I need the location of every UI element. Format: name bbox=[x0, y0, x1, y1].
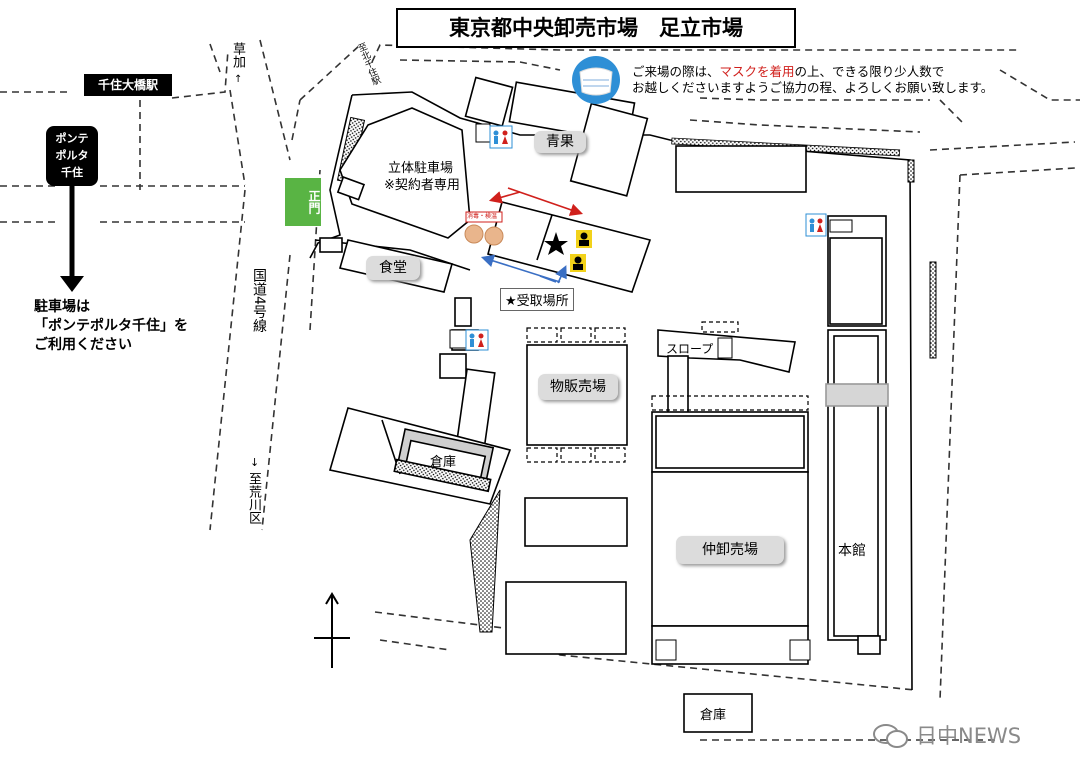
buildings bbox=[319, 76, 889, 733]
staff-icons bbox=[570, 230, 592, 272]
warehouse-left-label: 倉庫 bbox=[430, 455, 457, 470]
main-gate: 正門 bbox=[285, 178, 321, 226]
pontepolta-label: ポンテ ポルタ 千住 bbox=[46, 126, 98, 186]
aomono-label: 青果 bbox=[534, 131, 586, 153]
wc-markers bbox=[449, 123, 853, 661]
north-arrow-icon bbox=[314, 592, 350, 668]
watermark-text: 日中NEWS bbox=[916, 724, 1022, 748]
pickup-building bbox=[487, 201, 652, 293]
main-building-label: 本館 bbox=[838, 543, 866, 559]
arrow-up-glyph: ↑ bbox=[234, 74, 243, 85]
warehouse-bottom-building bbox=[683, 693, 753, 733]
goods-market-label: 物販売場 bbox=[538, 374, 618, 400]
wechat-icon bbox=[873, 724, 908, 748]
disinfect-station-icon bbox=[464, 211, 504, 246]
parking-garage-building bbox=[339, 107, 471, 239]
disinfect-label: 消毒・検温 bbox=[467, 213, 498, 220]
parking-garage-label: 立体駐車場 bbox=[388, 161, 454, 176]
mask-icon bbox=[572, 56, 620, 104]
parking-direction-arrow bbox=[60, 276, 84, 292]
arrow-down-glyph: ↓ bbox=[250, 456, 260, 469]
mask-notice: ご来場の際は、マスクを着用の上、できる限り少人数で お越しくださいますようご協力… bbox=[632, 64, 994, 95]
road-label-route4: 国道4号線 bbox=[251, 268, 267, 333]
roads-west bbox=[0, 39, 361, 531]
map-title: 東京都中央卸売市場 足立市場 bbox=[396, 8, 796, 48]
cafeteria-label: 食堂 bbox=[366, 256, 420, 280]
road-label-souka: 草加 bbox=[230, 42, 245, 68]
road-label-arakawa: 至荒川区 bbox=[246, 472, 261, 524]
slope-label: スロープ bbox=[666, 342, 714, 356]
parking-note: 駐車場は 「ポンテポルタ千住」を ご利用ください bbox=[34, 299, 188, 353]
pickup-location-label: ★受取場所 bbox=[500, 288, 574, 311]
warehouse-bottom-label: 倉庫 bbox=[700, 708, 727, 723]
wholesale-market-building bbox=[651, 411, 809, 473]
wholesale-market-label: 仲卸売場 bbox=[676, 536, 784, 564]
pickup-star-icon bbox=[544, 232, 568, 255]
contract-only-label: ※契約者専用 bbox=[384, 178, 460, 193]
mask-notice-highlight: マスクを着用 bbox=[719, 64, 795, 79]
senju-ohashi-station-label: 千住大橋駅 bbox=[84, 74, 172, 96]
